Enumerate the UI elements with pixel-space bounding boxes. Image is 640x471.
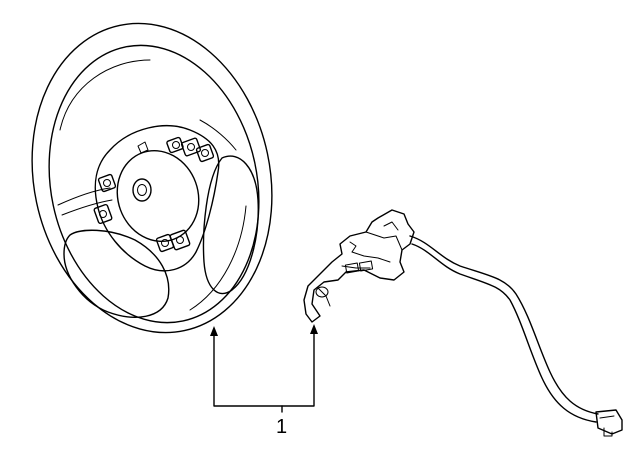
arrowhead-icon (210, 326, 218, 336)
switch-harness-drawing (303, 209, 623, 437)
callout-number: 1 (276, 416, 288, 438)
arrowhead-icon (310, 324, 318, 334)
callout-leader (210, 324, 318, 413)
steering-wheel-drawing (31, 22, 273, 334)
